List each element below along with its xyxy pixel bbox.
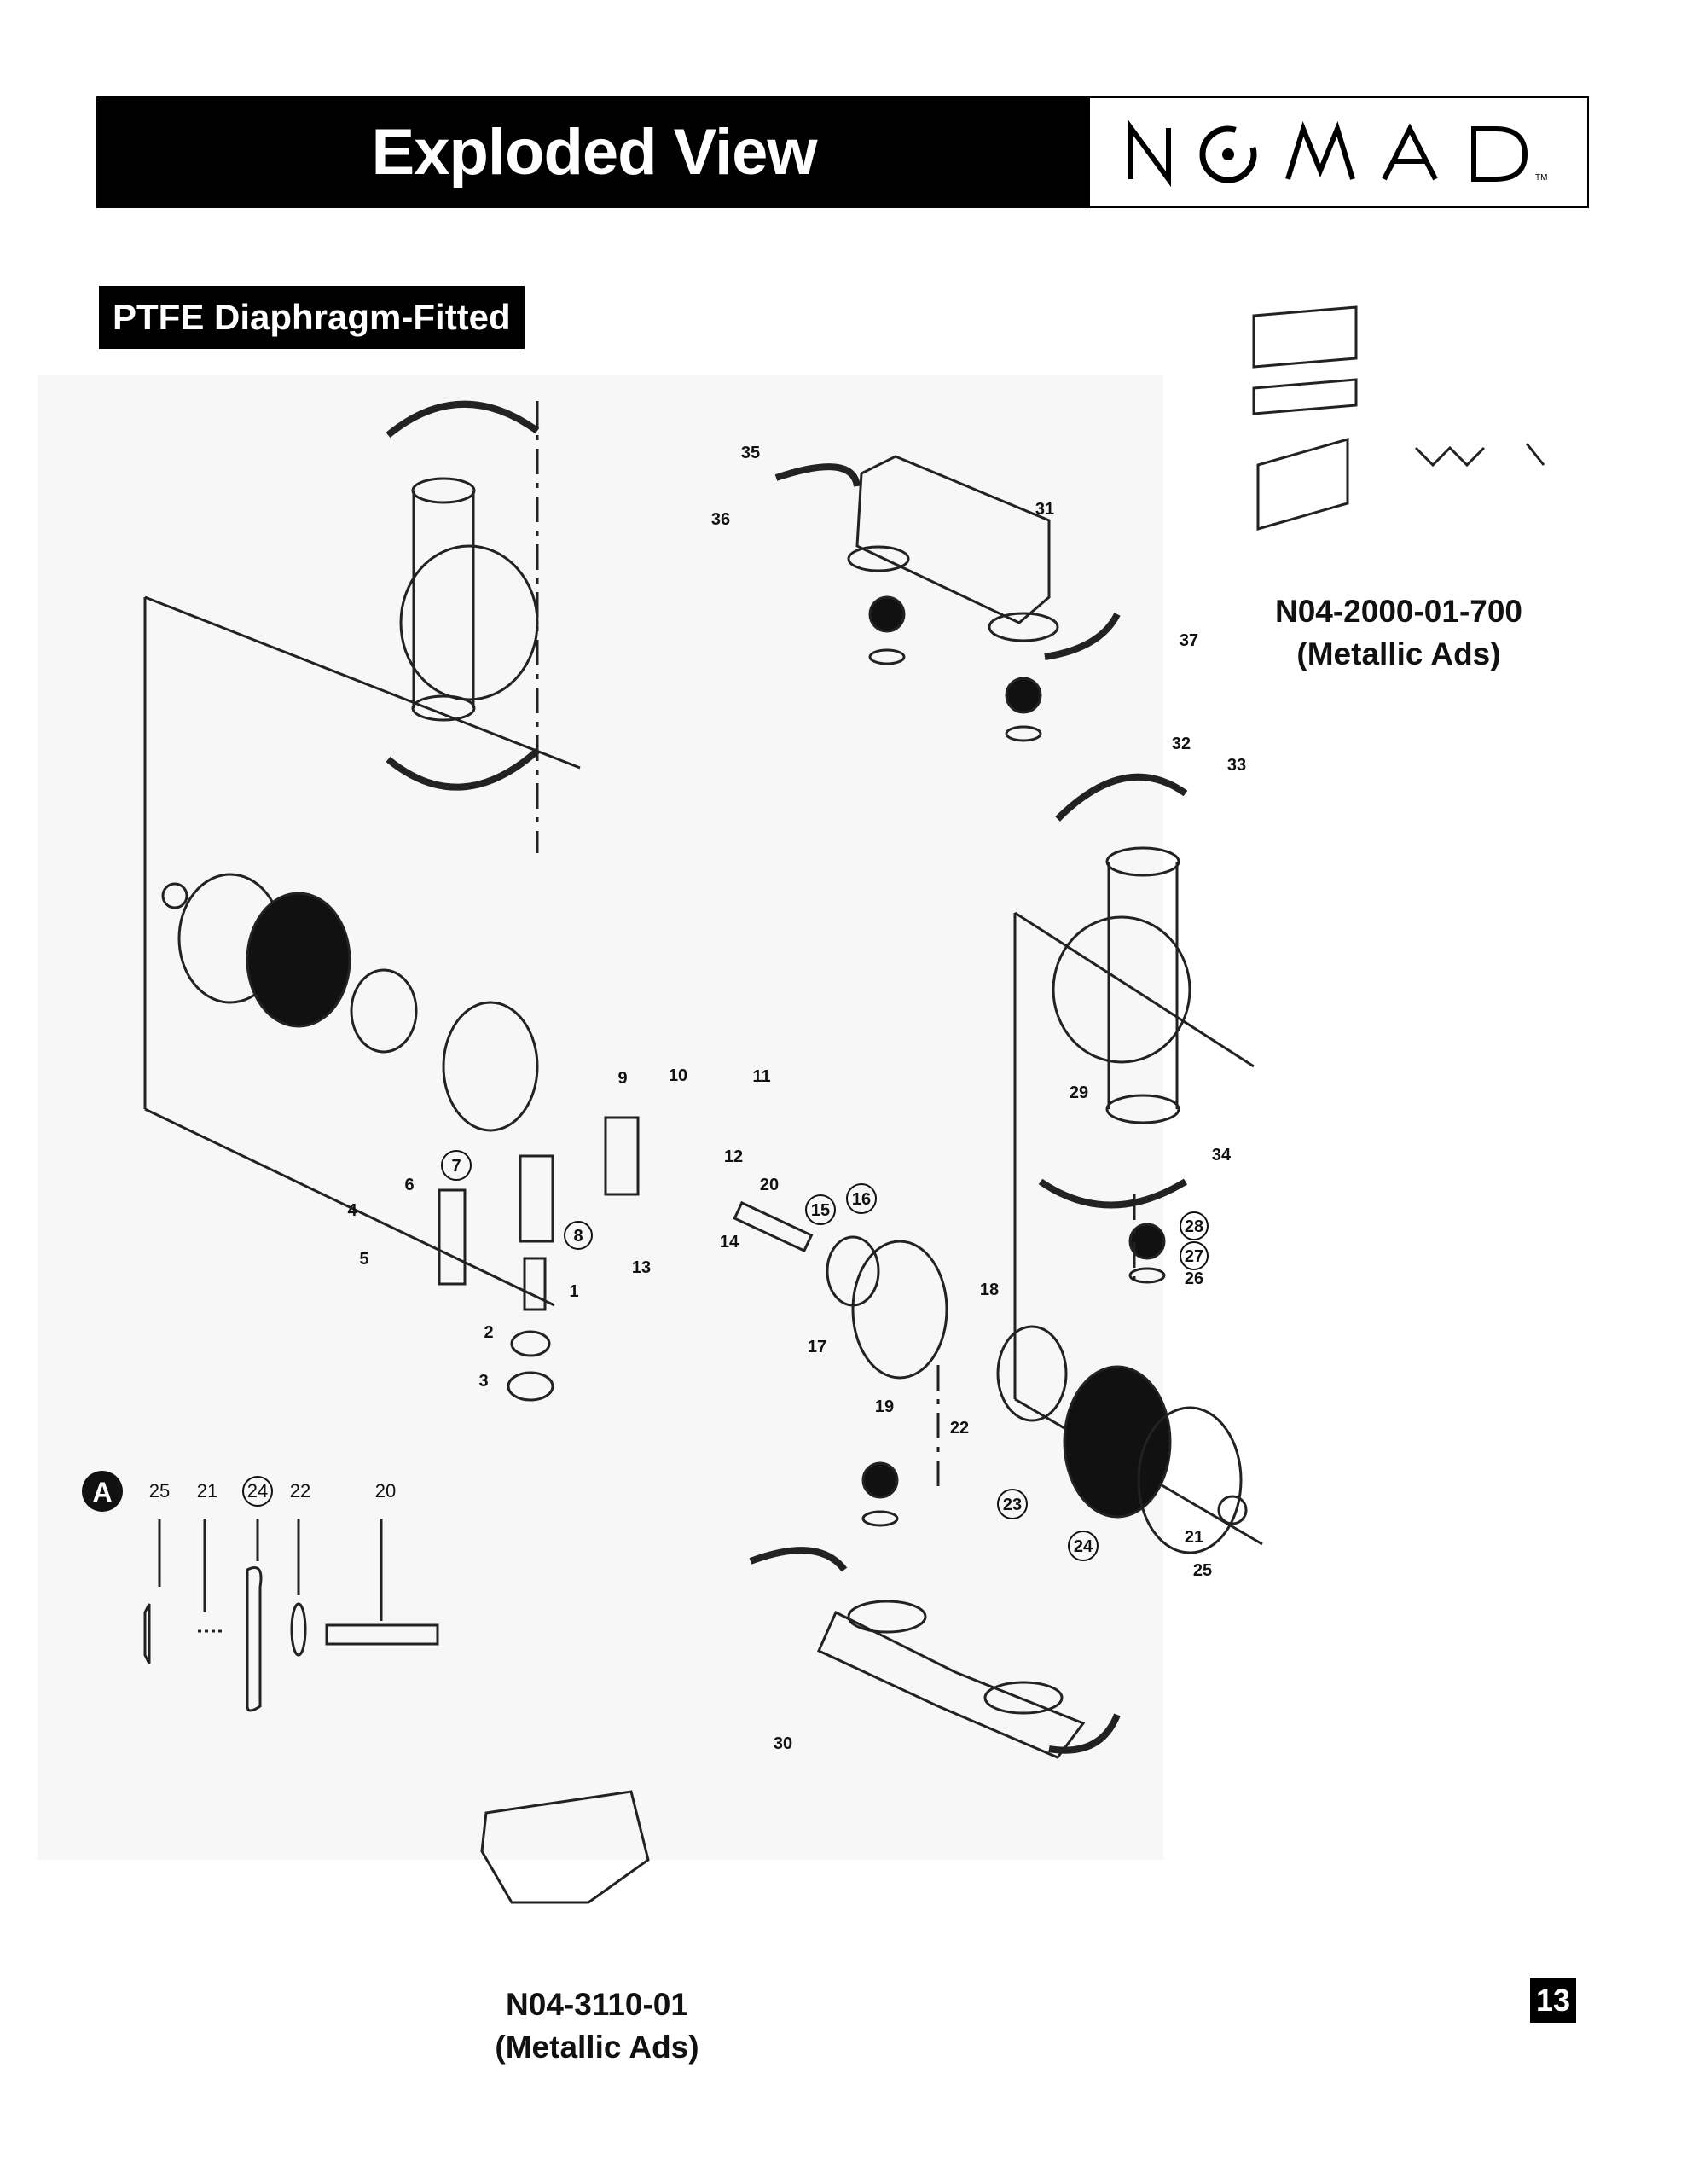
part-label: 14: [720, 1233, 739, 1252]
part-label: 1: [569, 1282, 578, 1301]
page-number: 13: [1530, 1978, 1576, 2023]
page-title: Exploded View: [98, 98, 1090, 206]
part-label: 8: [573, 1227, 583, 1246]
part-label: 28: [1185, 1217, 1203, 1236]
part-label: 9: [617, 1069, 627, 1088]
part-label: 18: [980, 1281, 999, 1299]
part-label: 35: [741, 444, 760, 462]
part-label: 26: [1185, 1269, 1203, 1288]
part-label: 27: [1185, 1247, 1203, 1266]
part-label: 24: [1074, 1537, 1093, 1556]
part-label: 3: [478, 1372, 488, 1391]
part-label: 32: [1172, 735, 1191, 753]
part-label: 33: [1227, 756, 1246, 775]
detail-a-label: 21: [197, 1480, 217, 1502]
detail-a-label: 25: [149, 1480, 170, 1502]
detail-a-letter: A: [92, 1477, 112, 1507]
trademark-label: TM: [1535, 173, 1547, 183]
page-header: Exploded View TM: [96, 96, 1589, 208]
part-label: 21: [1185, 1528, 1203, 1547]
part-label: 17: [808, 1338, 826, 1356]
part-label: 12: [724, 1147, 743, 1166]
air-valve-kit-note: (Metallic Ads): [1296, 636, 1501, 671]
part-label: 20: [760, 1176, 779, 1194]
part-label: 36: [711, 510, 730, 529]
part-label: 4: [347, 1201, 357, 1220]
part-label: 15: [811, 1201, 830, 1220]
part-label: 34: [1212, 1146, 1232, 1165]
air-valve-kit-callout: N04-2000-01-700 (Metallic Ads): [1258, 590, 1539, 676]
detail-a-label: 22: [290, 1480, 310, 1502]
part-label: 30: [774, 1734, 792, 1753]
part-label: 22: [950, 1419, 969, 1438]
part-label: 13: [632, 1258, 651, 1277]
part-label: 31: [1035, 500, 1054, 519]
part-label: 23: [1003, 1496, 1022, 1514]
part-label: 2: [484, 1323, 493, 1342]
part-label: 19: [875, 1397, 894, 1416]
part-label: 6: [404, 1176, 414, 1194]
section-subtitle: PTFE Diaphragm-Fitted: [99, 286, 525, 349]
part-label: 37: [1180, 631, 1198, 650]
part-label: 25: [1193, 1561, 1212, 1580]
detail-a-label: 24: [247, 1480, 268, 1502]
part-label: 5: [359, 1250, 368, 1269]
center-block-kit-part-number: N04-3110-01: [506, 1987, 688, 2022]
detail-a-label: 20: [375, 1480, 396, 1502]
part-label: 10: [669, 1066, 687, 1085]
part-label: 16: [852, 1190, 871, 1209]
air-valve-kit-part-number: N04-2000-01-700: [1274, 594, 1523, 629]
part-label: 11: [752, 1067, 770, 1086]
part-label: 7: [451, 1157, 461, 1176]
center-block-kit-callout: N04-3110-01 (Metallic Ads): [456, 1984, 738, 2069]
part-label: 29: [1070, 1083, 1088, 1102]
center-block-kit-note: (Metallic Ads): [495, 2030, 699, 2065]
nomad-logo: TM: [1090, 98, 1587, 206]
detail-a-marker: [82, 1471, 123, 1512]
